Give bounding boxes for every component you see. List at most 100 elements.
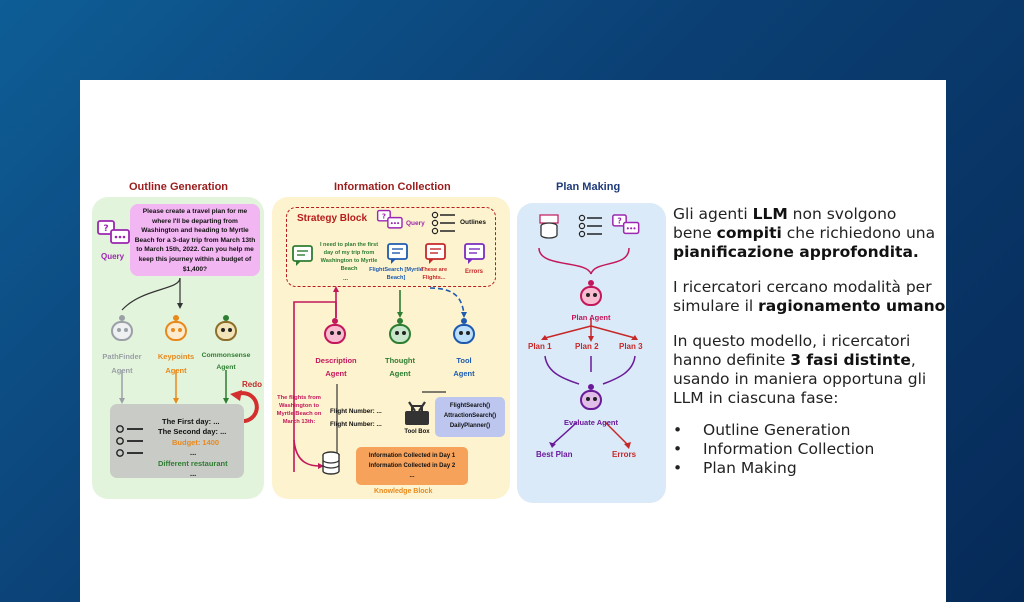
thought-agent-role: Agent <box>389 369 411 378</box>
p2-text-b: simulare il <box>673 297 759 315</box>
paragraph-2-line-2: simulare il ragionamento umano. <box>673 297 950 316</box>
strategy-query-label: Query <box>406 220 425 227</box>
collected-dots: ... <box>409 473 415 479</box>
knowledge-block-label: Knowledge Block <box>374 488 433 495</box>
plan-making-panel <box>517 203 666 503</box>
paragraph-1-line-1: Gli agenti LLM non svolgono <box>673 205 896 224</box>
p1-text-a: Gli agenti <box>673 205 753 223</box>
flight-number-2: Flight Number: ... <box>330 421 382 428</box>
description-agent-name: Description <box>315 356 357 365</box>
database-icon <box>322 451 340 475</box>
plan-database-icon <box>539 214 559 239</box>
paragraph-3-line-4: LLM in ciascuna fase: <box>673 389 838 408</box>
paragraph-2-line-1: I ricercatori cercano modalità per <box>673 278 932 297</box>
plan-agent-label: Plan Agent <box>571 313 611 322</box>
thought-agent-icon <box>385 318 415 346</box>
p1-text-c: non svolgono <box>787 205 897 223</box>
plan-1-label: Plan 1 <box>528 342 552 351</box>
pathfinder-agent-role: Agent <box>111 366 133 375</box>
thought-chat-icon <box>292 245 313 266</box>
p3-text-b: hanno definite <box>673 351 791 369</box>
tool-flight-search: FlightSearch() <box>449 403 491 409</box>
commonsense-agent-name: Commonsense <box>201 352 251 359</box>
information-collection-title: Information Collection <box>334 181 451 193</box>
bullet-outline-generation: Outline Generation <box>703 421 851 439</box>
paragraph-3-line-1: In questo modello, i ricercatori <box>673 332 910 351</box>
p1-text-d: bene <box>673 224 717 242</box>
flight-search-label: FlightSearch [Myrtle Beach] <box>369 267 423 281</box>
tool-agent-icon <box>449 318 479 346</box>
description-agent-role: Agent <box>325 369 347 378</box>
svg-text:?: ? <box>103 224 108 234</box>
errors-chat-icon <box>464 243 485 264</box>
svg-text:?: ? <box>617 216 621 225</box>
query-bubble: Please create a travel plan for me where… <box>130 204 260 276</box>
collected-day1: Information Collected in Day 1 <box>368 453 456 459</box>
outline-restaurant: Different restaurant <box>158 459 228 468</box>
p1-text-f: che richiedono una <box>781 224 936 242</box>
toolbox-label: Tool Box <box>404 429 430 435</box>
evaluate-agent-icon <box>576 384 606 412</box>
keypoints-agent-role: Agent <box>165 366 187 375</box>
plan-query-icon: ? <box>612 213 642 237</box>
flights-note: The flights from Washington to Myrtle Be… <box>276 395 322 425</box>
pathfinder-agent-icon <box>107 315 137 343</box>
plan-errors-label: Errors <box>612 450 637 459</box>
strategy-block <box>286 207 496 287</box>
outline-dots-2: ... <box>190 469 197 478</box>
strategy-query-icon: ? <box>376 209 406 231</box>
information-arrows <box>293 286 467 472</box>
paragraph-1-line-2: bene compiti che richiedono una <box>673 224 935 243</box>
outline-generation-title: Outline Generation <box>129 181 229 193</box>
plan-making-title: Plan Making <box>556 181 621 193</box>
bullet-item: •Information Collection <box>673 440 875 458</box>
p1-llm-bold: LLM <box>752 205 788 223</box>
errors-label: Errors <box>465 269 484 275</box>
p3-text-d: , <box>910 351 916 369</box>
p2-text-d: . <box>945 297 951 315</box>
best-plan-label: Best Plan <box>536 450 573 459</box>
query-chat-icon: ? <box>97 219 133 247</box>
bullet-item: •Plan Making <box>673 459 797 477</box>
tool-agent-role: Agent <box>453 369 475 378</box>
keypoints-agent-name: Keypoints <box>157 352 195 361</box>
p3-text-e: usando in maniera opportuna gli <box>673 370 927 388</box>
paragraph-3-line-2: hanno definite 3 fasi distinte, <box>673 351 916 370</box>
description-agent-icon <box>320 318 350 346</box>
flight-search-chat-icon <box>387 243 408 264</box>
p3-text-f: LLM in ciascuna fase: <box>673 389 839 407</box>
plan-arrows <box>538 247 638 449</box>
tool-agent-name: Tool <box>456 356 472 365</box>
outline-arrows <box>119 277 229 404</box>
outline-budget: Budget: 1400 <box>172 438 220 447</box>
bullet-item: •Outline Generation <box>673 421 851 439</box>
outline-dots: ... <box>190 448 197 457</box>
p1-pianificazione-bold: pianificazione approfondita. <box>673 243 919 261</box>
paragraph-1-line-3: pianificazione approfondita. <box>673 243 919 262</box>
paragraph-3-line-3: usando in maniera opportuna gli <box>673 370 926 389</box>
these-flights-label: These are Flights... <box>420 267 448 281</box>
outline-day1: The First day: ... <box>162 417 220 426</box>
outlines-label: Outlines <box>460 219 487 226</box>
thought-ellipsis: ... <box>343 276 349 282</box>
redo-label: Redo <box>242 380 262 389</box>
commonsense-agent-role: Agent <box>216 364 236 371</box>
flight-number-1: Flight Number: ... <box>330 408 382 415</box>
svg-text:?: ? <box>382 211 386 220</box>
p1-compiti-bold: compiti <box>716 224 782 242</box>
p2-ragionamento-bold: ragionamento umano <box>758 297 946 315</box>
query-label: Query <box>101 252 125 261</box>
outlines-list-icon <box>431 211 455 235</box>
plan-list-icon <box>578 214 602 238</box>
commonsense-agent-icon <box>211 315 241 343</box>
tools-box: FlightSearch() AttractionSearch() DailyP… <box>435 397 505 437</box>
pathfinder-agent-name: PathFinder <box>102 352 142 361</box>
p3-fasi-bold: 3 fasi distinte <box>790 351 911 369</box>
bullet-information-collection: Information Collection <box>703 440 875 458</box>
knowledge-collected-box: Information Collected in Day 1 Informati… <box>356 447 468 485</box>
p3-text-a: In questo modello, i ricercatori <box>673 332 911 350</box>
plan-2-label: Plan 2 <box>575 342 599 351</box>
these-flights-chat-icon <box>425 243 446 264</box>
plan-agent-icon <box>576 280 606 308</box>
thought-agent-name: Thought <box>385 356 415 365</box>
